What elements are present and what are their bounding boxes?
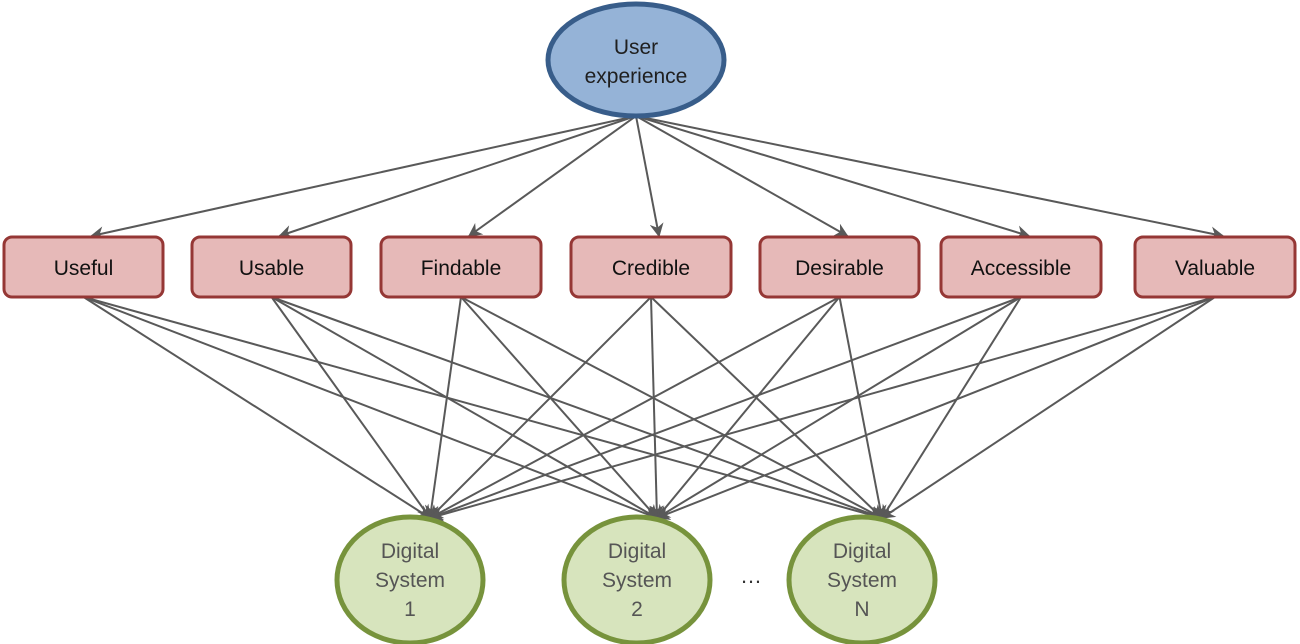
edge-root-to-quality-6 xyxy=(635,115,1031,240)
edge-quality-3-to-system-3 xyxy=(460,296,884,519)
edge-quality-6-to-system-2 xyxy=(655,296,1022,519)
root-label-line-2: experience xyxy=(585,65,688,88)
quality-box-credible xyxy=(569,235,733,299)
edge-quality-5-to-system-2 xyxy=(656,296,841,520)
quality-box-accessible xyxy=(939,235,1103,299)
edge-root-to-quality-5 xyxy=(635,115,849,237)
quality-label-usable: Usable xyxy=(239,257,304,280)
system-n-label-line-1: Digital xyxy=(833,540,891,563)
edge-root-to-quality-3 xyxy=(467,115,637,237)
root-label-line-1: User xyxy=(614,36,658,59)
edge-quality-6-to-system-1 xyxy=(428,296,1022,521)
quality-nodes: Useful Usable Findable Credible Desirabl… xyxy=(2,235,1297,299)
edge-root-to-quality-4 xyxy=(635,115,664,238)
system-n-label-line-3: N xyxy=(854,598,869,621)
edge-root-to-quality-7 xyxy=(635,115,1225,241)
edge-quality-1-to-system-1 xyxy=(82,296,432,519)
edge-quality-3-to-system-2 xyxy=(460,296,658,520)
edge-quality-7-to-system-1 xyxy=(428,296,1216,522)
system-node-2: Digital System 2 xyxy=(561,514,713,644)
quality-node-usable: Usable xyxy=(190,235,353,299)
edge-quality-5-to-system-1 xyxy=(428,296,840,519)
edge-quality-4-to-system-3 xyxy=(650,296,884,519)
edges-layer xyxy=(82,115,1225,522)
quality-label-findable: Findable xyxy=(421,257,502,280)
system-2-label-line-2: System xyxy=(602,569,672,592)
quality-label-credible: Credible xyxy=(612,257,690,280)
ellipsis-label: … xyxy=(740,563,762,588)
edge-quality-2-to-system-1 xyxy=(270,296,431,520)
quality-label-useful: Useful xyxy=(54,257,114,280)
quality-node-valuable: Valuable xyxy=(1133,235,1297,299)
quality-node-useful: Useful xyxy=(2,235,165,299)
root-node: User experience xyxy=(545,1,727,119)
system-2-label-line-1: Digital xyxy=(608,540,666,563)
edge-quality-2-to-system-3 xyxy=(271,296,884,521)
system-1-label-line-3: 1 xyxy=(404,598,416,621)
edge-quality-4-to-system-2 xyxy=(649,296,664,520)
system-node-n: Digital System N xyxy=(786,514,938,644)
system-n-label-line-2: System xyxy=(827,569,897,592)
quality-box-valuable xyxy=(1133,235,1297,299)
system-ellipse-n xyxy=(786,514,938,644)
edge-quality-3-to-system-1 xyxy=(424,296,462,520)
edge-root-to-quality-2 xyxy=(278,115,637,239)
quality-node-credible: Credible xyxy=(569,235,733,299)
system-1-label-line-2: System xyxy=(375,569,445,592)
system-1-label-line-1: Digital xyxy=(381,540,439,563)
system-ellipse-1 xyxy=(334,514,486,644)
edge-quality-1-to-system-2 xyxy=(83,296,659,521)
edge-quality-2-to-system-2 xyxy=(271,296,659,519)
system-2-label-line-3: 2 xyxy=(631,598,643,621)
edge-quality-7-to-system-2 xyxy=(655,296,1216,520)
edge-quality-7-to-system-3 xyxy=(880,296,1216,519)
system-nodes: Digital System 1 Digital System 2 Digita… xyxy=(334,514,938,644)
quality-label-valuable: Valuable xyxy=(1175,257,1255,280)
quality-node-findable: Findable xyxy=(379,235,543,299)
quality-node-accessible: Accessible xyxy=(939,235,1103,299)
root-ellipse xyxy=(545,1,727,119)
quality-box-usable xyxy=(190,235,353,299)
edge-quality-5-to-system-3 xyxy=(838,296,887,520)
quality-box-findable xyxy=(379,235,543,299)
system-ellipse-2 xyxy=(561,514,713,644)
quality-box-desirable xyxy=(758,235,921,299)
quality-box-useful xyxy=(2,235,165,299)
edge-quality-6-to-system-3 xyxy=(881,296,1022,520)
quality-node-desirable: Desirable xyxy=(758,235,921,299)
system-node-1: Digital System 1 xyxy=(334,514,486,644)
quality-label-accessible: Accessible xyxy=(971,257,1071,280)
edge-quality-4-to-system-1 xyxy=(429,296,652,519)
quality-label-desirable: Desirable xyxy=(795,257,884,280)
edge-quality-1-to-system-3 xyxy=(83,296,884,522)
edge-root-to-quality-1 xyxy=(90,115,637,241)
